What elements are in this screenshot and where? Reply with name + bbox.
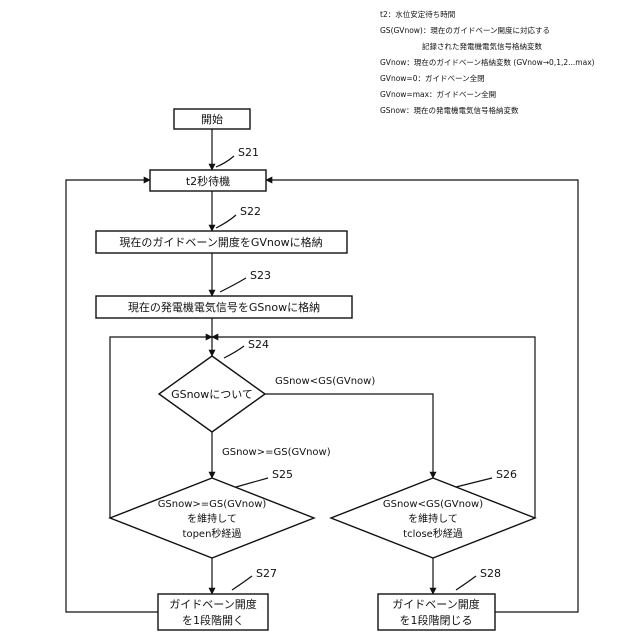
s26-line-2: を維持して xyxy=(408,512,458,525)
s23-step: S23 xyxy=(250,269,271,282)
node-s23: 現在の発電機電気信号をGSnowに格納 S23 xyxy=(96,269,352,318)
s24-label: GSnowについて xyxy=(171,388,253,401)
s28-line-2: を1段階閉じる xyxy=(400,613,473,627)
s27-step: S27 xyxy=(256,567,277,580)
legend-line-2: GS(GVnow)：現在のガイドベーン開度に対応する xyxy=(380,25,550,35)
node-s27: ガイドベーン開度 を1段階開く S27 xyxy=(158,567,277,630)
s27-line-2: を1段階開く xyxy=(182,613,244,627)
s21-step: S21 xyxy=(238,146,259,159)
branch-down-label: GSnow>=GS(GVnow) xyxy=(222,447,331,458)
node-s26: GSnow<GS(GVnow) を維持して tclose秒経過 S26 xyxy=(331,468,535,558)
s25-line-3: topen秒経過 xyxy=(183,527,242,540)
edge-s24-s26 xyxy=(265,394,433,478)
start-label: 開始 xyxy=(201,112,223,126)
legend: t2：水位安定待ち時間 GS(GVnow)：現在のガイドベーン開度に対応する 記… xyxy=(380,9,595,115)
s21-label: t2秒待機 xyxy=(186,174,230,188)
s25-step: S25 xyxy=(272,468,293,481)
s26-step: S26 xyxy=(496,468,517,481)
node-s28: ガイドベーン開度 を1段階閉じる S28 xyxy=(378,567,501,630)
s22-label: 現在のガイドベーン開度をGVnowに格納 xyxy=(119,235,322,249)
legend-line-7: GSnow：現在の発電機電気信号格納変数 xyxy=(380,105,519,115)
branch-right-label: GSnow<GS(GVnow) xyxy=(275,376,375,387)
s23-label: 現在の発電機電気信号をGSnowに格納 xyxy=(128,300,320,314)
start-node: 開始 xyxy=(174,109,250,129)
s27-line-1: ガイドベーン開度 xyxy=(169,597,256,611)
edge-s26-loop xyxy=(212,337,535,518)
node-s25: GSnow>=GS(GVnow) を維持して topen秒経過 S25 xyxy=(110,468,314,558)
legend-line-3: 記録された発電機電気信号格納変数 xyxy=(422,41,542,51)
s24-step: S24 xyxy=(248,338,269,351)
node-s21: t2秒待機 S21 xyxy=(150,146,266,191)
s25-line-2: を維持して xyxy=(187,512,237,525)
s28-line-1: ガイドベーン開度 xyxy=(392,597,479,611)
legend-line-4: GVnow：現在のガイドベーン格納変数 (GVnow→0,1,2...max) xyxy=(380,57,595,67)
s26-line-1: GSnow<GS(GVnow) xyxy=(383,499,483,510)
s22-step: S22 xyxy=(240,205,261,218)
node-s24: GSnowについて S24 xyxy=(159,338,269,432)
node-s22: 現在のガイドベーン開度をGVnowに格納 S22 xyxy=(96,205,347,253)
legend-line-5: GVnow=0：ガイドベーン全閉 xyxy=(380,73,485,83)
s25-line-1: GSnow>=GS(GVnow) xyxy=(158,499,267,510)
legend-line-1: t2：水位安定待ち時間 xyxy=(380,9,455,19)
legend-line-6: GVnow=max：ガイドベーン全開 xyxy=(380,89,496,99)
s28-step: S28 xyxy=(480,567,501,580)
s26-line-3: tclose秒経過 xyxy=(403,527,463,540)
